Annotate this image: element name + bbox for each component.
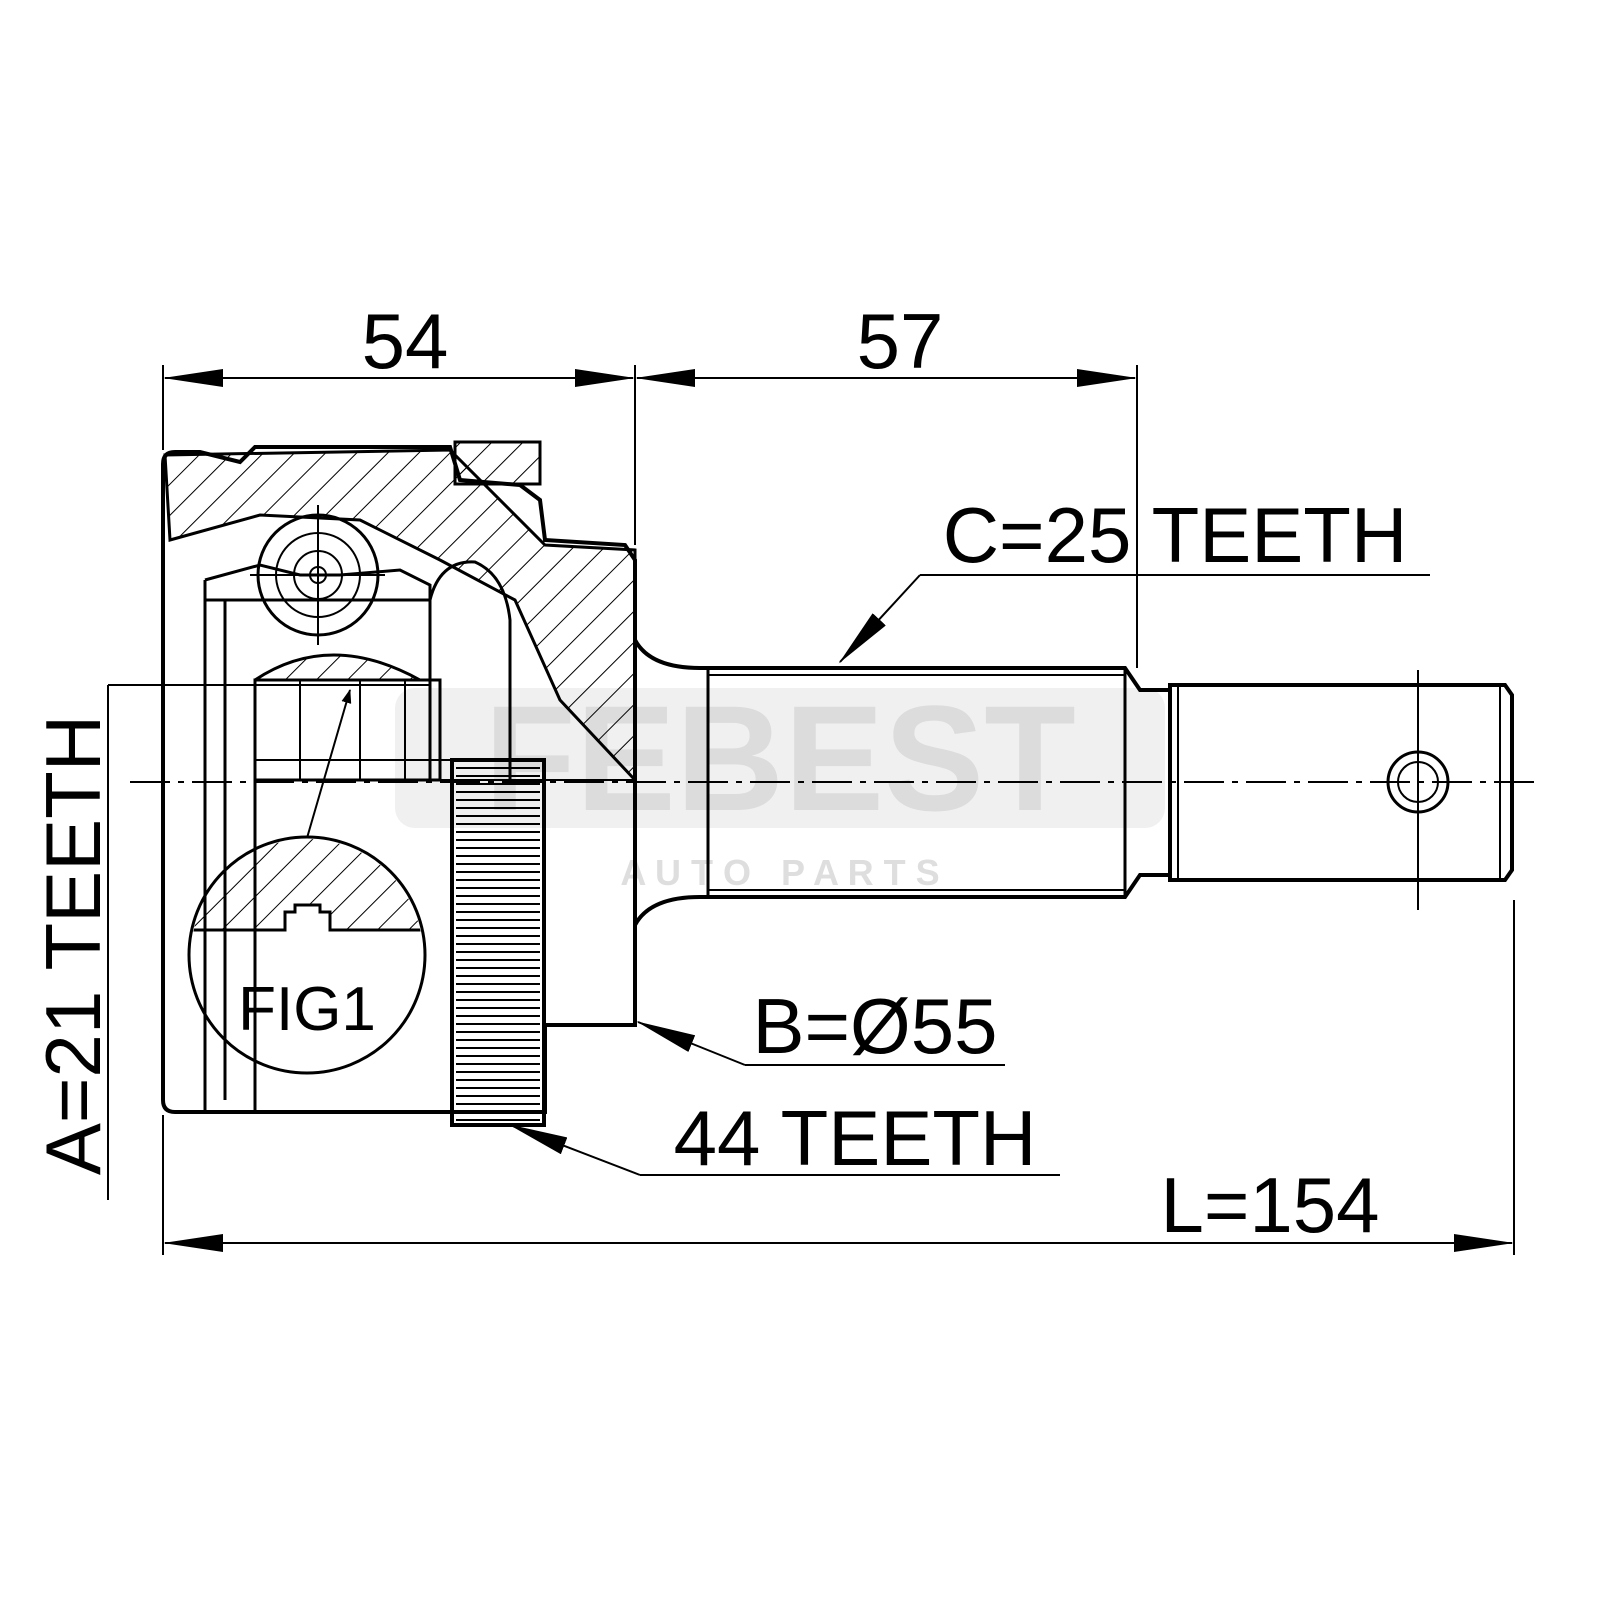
diameter-label: B=Ø55 xyxy=(752,982,997,1070)
dim-total-length: L=154 xyxy=(162,900,1515,1255)
inner-spline-label: A=21 TEETH xyxy=(29,715,117,1175)
abs-ring xyxy=(450,758,546,1127)
fig1-label: FIG1 xyxy=(238,975,376,1044)
outer-spline-label: C=25 TEETH xyxy=(943,491,1408,579)
abs-teeth-label: 44 TEETH xyxy=(674,1094,1037,1182)
dim-54: 54 xyxy=(162,297,636,545)
ball-bearing xyxy=(250,505,385,645)
callout-abs-teeth: 44 TEETH xyxy=(508,1094,1060,1182)
fig1-detail: FIG1 xyxy=(187,689,427,1075)
callout-diameter: B=Ø55 xyxy=(636,982,1005,1070)
callout-outer-spline: C=25 TEETH xyxy=(838,491,1430,664)
dim-54-label: 54 xyxy=(362,297,449,385)
dim-57-label: 57 xyxy=(857,297,944,385)
dim-57: 57 xyxy=(635,297,1138,668)
callout-inner-spline: A=21 TEETH xyxy=(29,684,430,1200)
outer-housing xyxy=(161,440,637,1114)
total-length-label: L=154 xyxy=(1160,1161,1379,1249)
watermark-tagline: A U T O P A R T S xyxy=(620,852,939,893)
